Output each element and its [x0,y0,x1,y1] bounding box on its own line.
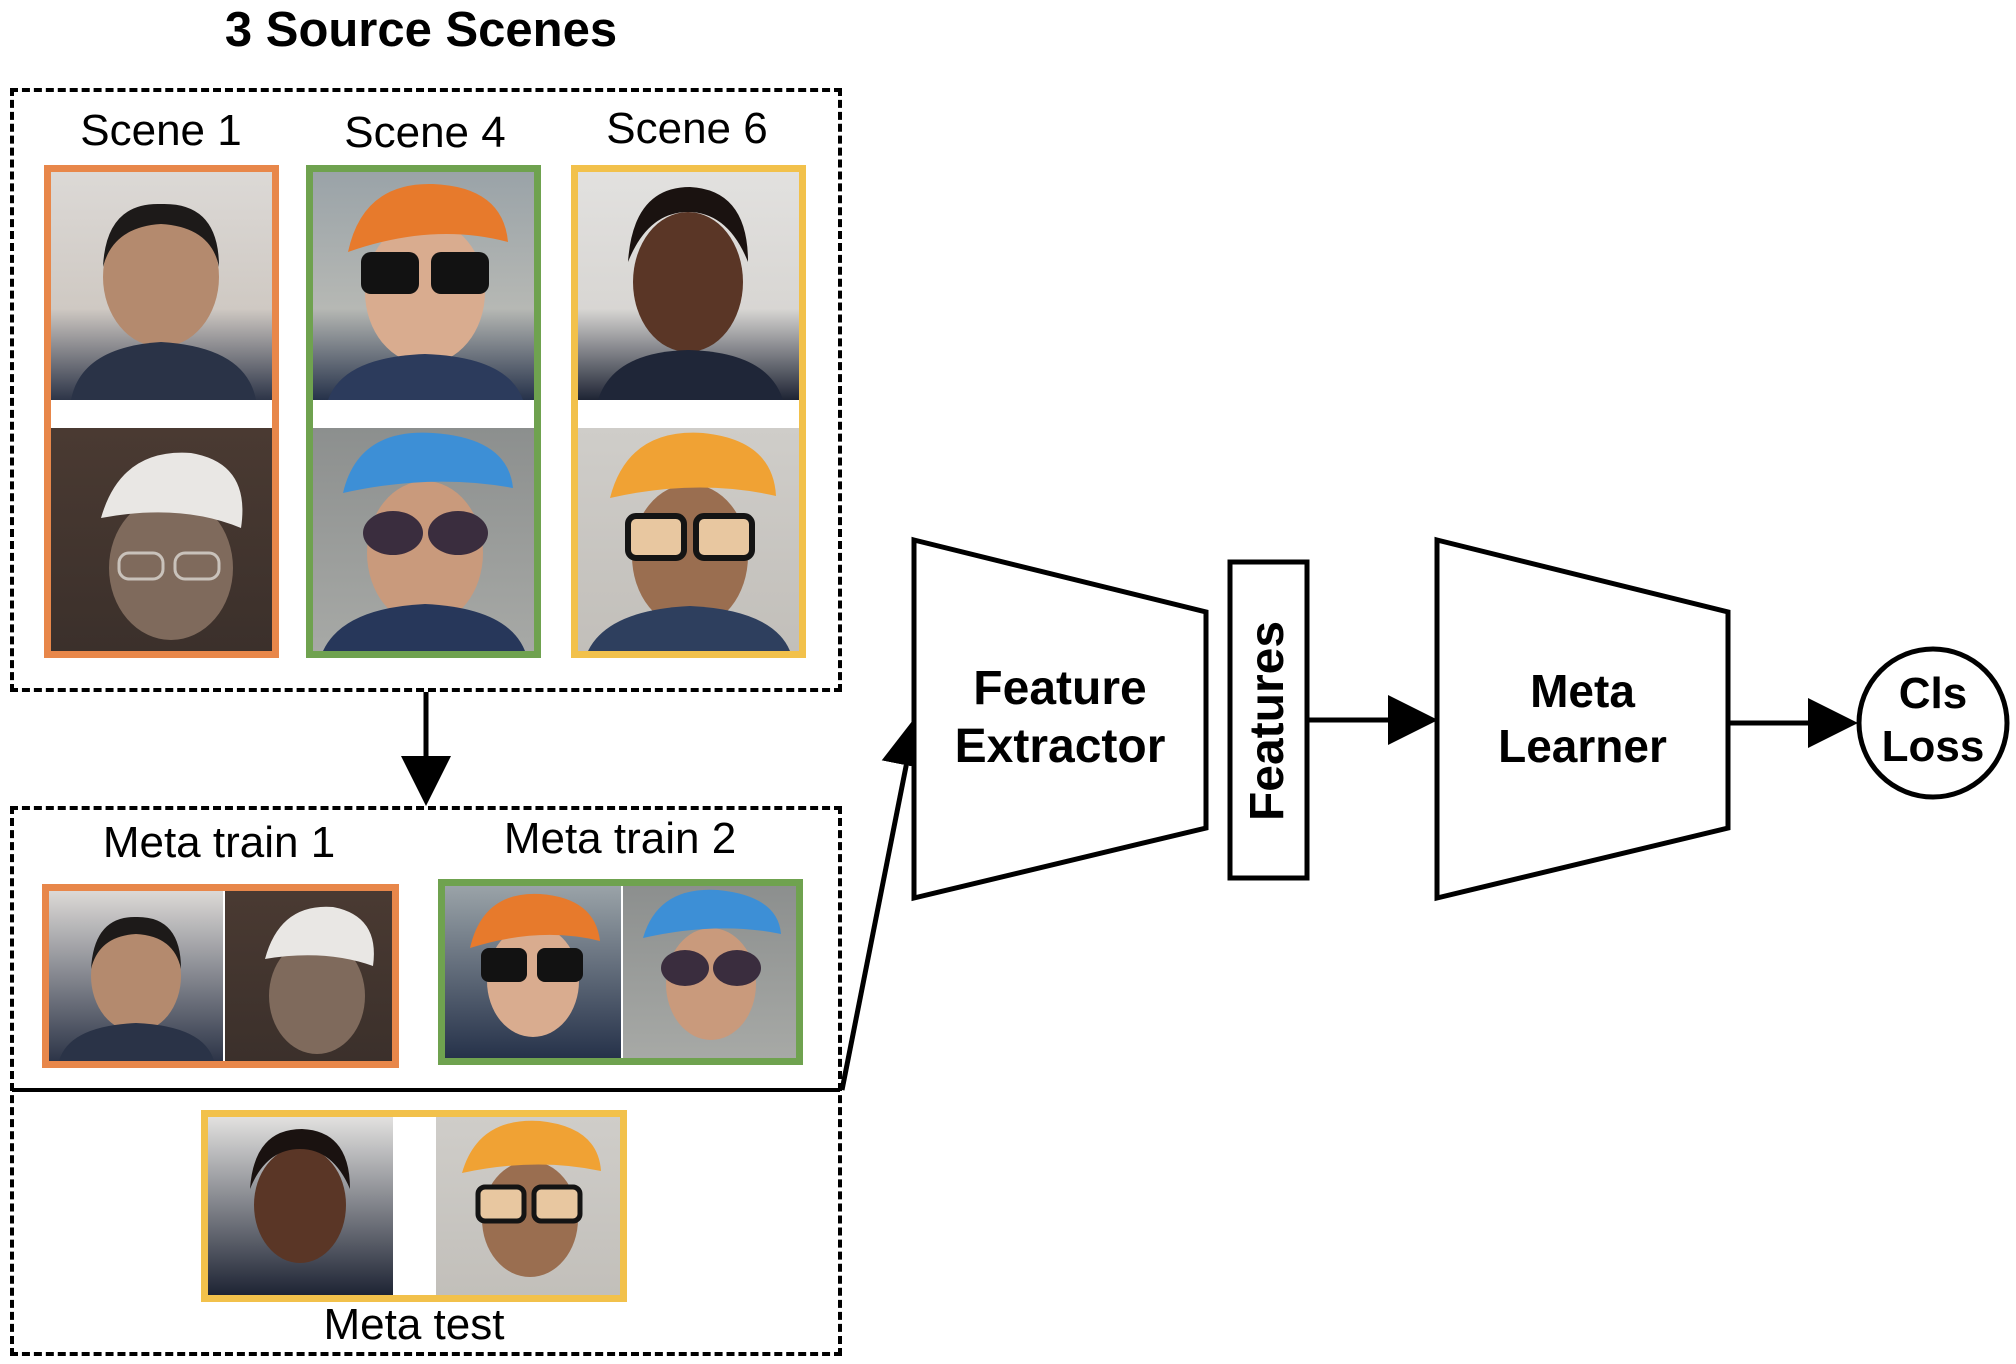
meta-test-spoof-image [436,1117,620,1295]
feature-extractor-block [911,536,1209,902]
scene-4-live-face-image [313,172,534,400]
meta-learner-line-2: Learner [1498,720,1667,773]
meta-learner-block [1434,536,1731,902]
cls-loss-line-1: Cls [1898,669,1968,718]
meta-train-2-spoof-image [623,886,796,1058]
meta-train-1-label: Meta train 1 [102,818,336,867]
meta-split-divider [12,1088,840,1092]
source-scenes-panel [10,88,842,692]
scene-6-frame [571,165,806,658]
cls-loss-node [1856,646,2010,800]
meta-learner-label: Meta Learner [1437,664,1728,774]
scene-1-label: Scene 1 [80,106,242,155]
meta-test-frame [201,1110,627,1302]
scene-1-frame [44,165,279,658]
scene-6-live-face-image [578,172,799,400]
scene-1-live-face-image [51,172,272,400]
meta-train-2-frame [438,879,803,1065]
features-label: Features [1241,620,1294,822]
cls-loss-label: Cls Loss [1859,668,2007,774]
meta-test-live-image [208,1117,393,1295]
features-block [1227,559,1310,881]
cls-loss-line-2: Loss [1881,721,1985,771]
scene-6-label: Scene 6 [606,104,768,153]
meta-train-2-live-image [445,886,621,1058]
meta-train-1-spoof-image [225,891,392,1061]
feature-extractor-line-1: Feature [973,662,1147,715]
scene-4-spoof-face-image [313,428,534,651]
feature-extractor-label: Feature Extractor [914,660,1206,775]
feature-extractor-line-2: Extractor [954,719,1166,773]
meta-train-2-label: Meta train 2 [503,814,737,863]
scene-6-spoof-face-image [578,428,799,651]
source-scenes-title: 3 Source Scenes [224,3,618,57]
meta-split-panel [10,806,842,1356]
scene-1-spoof-face-image [51,428,272,651]
scene-4-label: Scene 4 [344,108,506,157]
meta-learner-line-1: Meta [1530,665,1635,717]
meta-test-label: Meta test [323,1300,505,1349]
meta-to-extractor-arrow [839,716,931,1091]
meta-train-1-live-image [49,891,223,1061]
meta-train-1-frame [42,884,399,1068]
scene-4-frame [306,165,541,658]
